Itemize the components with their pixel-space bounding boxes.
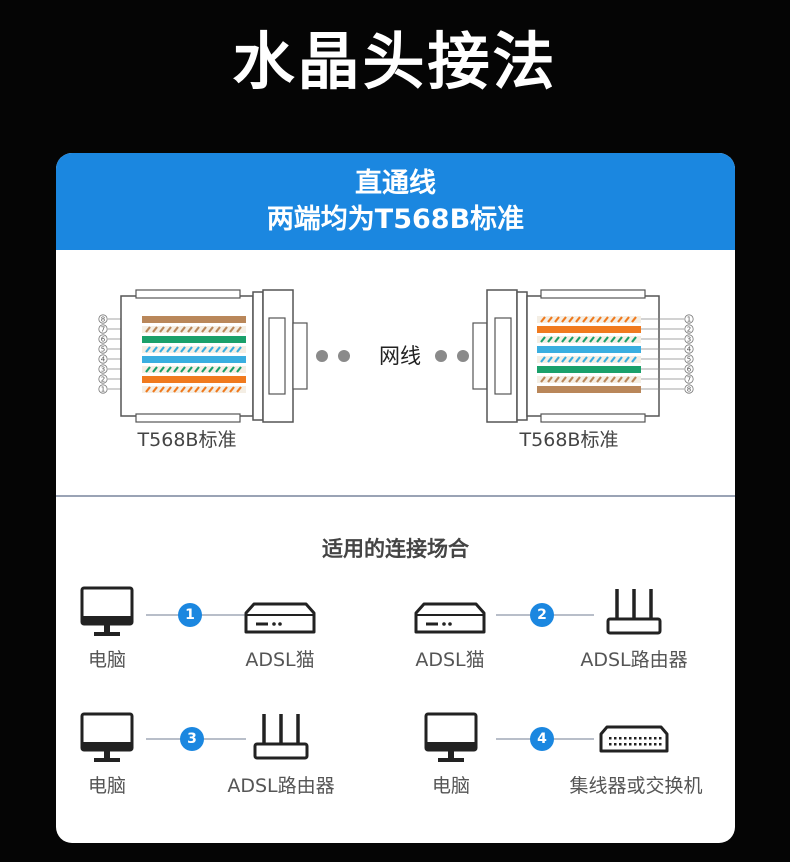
- wire: [537, 386, 641, 393]
- wire-bundle-right: [537, 316, 641, 393]
- wire: [537, 376, 641, 383]
- device-label: ADSL猫: [245, 649, 315, 671]
- pin-number: 1: [687, 316, 691, 324]
- wire: [142, 326, 246, 333]
- connection-number-badge: 1: [178, 603, 202, 627]
- wire-bundle-left: [142, 316, 246, 393]
- router-icon: [606, 589, 662, 635]
- monitor-icon: [424, 712, 478, 762]
- connection-number-badge: 2: [530, 603, 554, 627]
- wire: [537, 316, 641, 323]
- pin-number: 8: [101, 316, 105, 324]
- wire: [537, 336, 641, 343]
- link-line: [146, 614, 294, 616]
- rj45-connector-left: 8 7 6 5 4 3 2 1: [98, 289, 308, 423]
- banner-subtitle: 两端均为T568B标准: [266, 204, 525, 235]
- wire: [142, 366, 246, 373]
- wire: [142, 356, 246, 363]
- monitor-icon: [80, 586, 134, 636]
- cable-dot: [457, 350, 469, 362]
- wire: [142, 346, 246, 353]
- switch-icon: [599, 725, 669, 753]
- pin-numbers-right: 1 2 3 4 5 6 7 8: [641, 314, 694, 394]
- pin-number: 2: [687, 326, 691, 334]
- wire: [142, 336, 246, 343]
- device-label: ADSL路由器: [580, 649, 688, 671]
- router-icon: [253, 714, 309, 760]
- banner-title: 直通线: [355, 168, 436, 199]
- rj45-connector-right: 1 2 3 4 5 6 7 8: [472, 289, 694, 423]
- section-divider: [56, 495, 735, 497]
- pin-number: 4: [687, 346, 692, 354]
- pin-number: 7: [101, 326, 105, 334]
- monitor-icon: [80, 712, 134, 762]
- device-label: 电脑: [431, 775, 470, 797]
- device-label: ADSL猫: [415, 649, 485, 671]
- pin-number: 4: [101, 356, 106, 364]
- right-standard-label: T568B标准: [519, 429, 619, 451]
- pin-number: 2: [101, 376, 105, 384]
- section-heading: 适用的连接场合: [322, 537, 469, 561]
- wire: [537, 356, 641, 363]
- page-title: 水晶头接法: [232, 25, 558, 98]
- left-standard-label: T568B标准: [137, 429, 237, 451]
- modem-icon: [414, 602, 486, 634]
- pin-number: 3: [101, 366, 105, 374]
- device-label: 电脑: [87, 775, 126, 797]
- title-banner: 直通线 两端均为T568B标准: [56, 153, 735, 250]
- pin-number: 8: [687, 386, 691, 394]
- wire: [142, 376, 246, 383]
- wire: [142, 316, 246, 323]
- wire: [537, 346, 641, 353]
- pin-number: 1: [101, 386, 105, 394]
- wire: [537, 326, 641, 333]
- wire: [537, 366, 641, 373]
- pin-number: 7: [687, 376, 691, 384]
- pin-number: 5: [687, 356, 691, 364]
- pin-number: 5: [101, 346, 105, 354]
- wiring-card: 直通线 两端均为T568B标准 8 7 6 5 4 3 2 1 1 2 3 4 5 6 7 8 T568B标…: [56, 153, 735, 843]
- device-label: 集线器或交换机: [569, 775, 703, 797]
- connection-number-badge: 3: [180, 727, 204, 751]
- modem-icon: [244, 602, 316, 634]
- cable-dot: [338, 350, 350, 362]
- connection-number-badge: 4: [530, 727, 554, 751]
- cable-label: 网线: [379, 344, 421, 368]
- pin-number: 3: [687, 336, 691, 344]
- pin-number: 6: [687, 366, 692, 374]
- wire: [142, 386, 246, 393]
- device-label: 电脑: [87, 649, 126, 671]
- device-label: ADSL路由器: [227, 775, 335, 797]
- pin-number: 6: [101, 336, 106, 344]
- cable-dot: [316, 350, 328, 362]
- cable-dot: [435, 350, 447, 362]
